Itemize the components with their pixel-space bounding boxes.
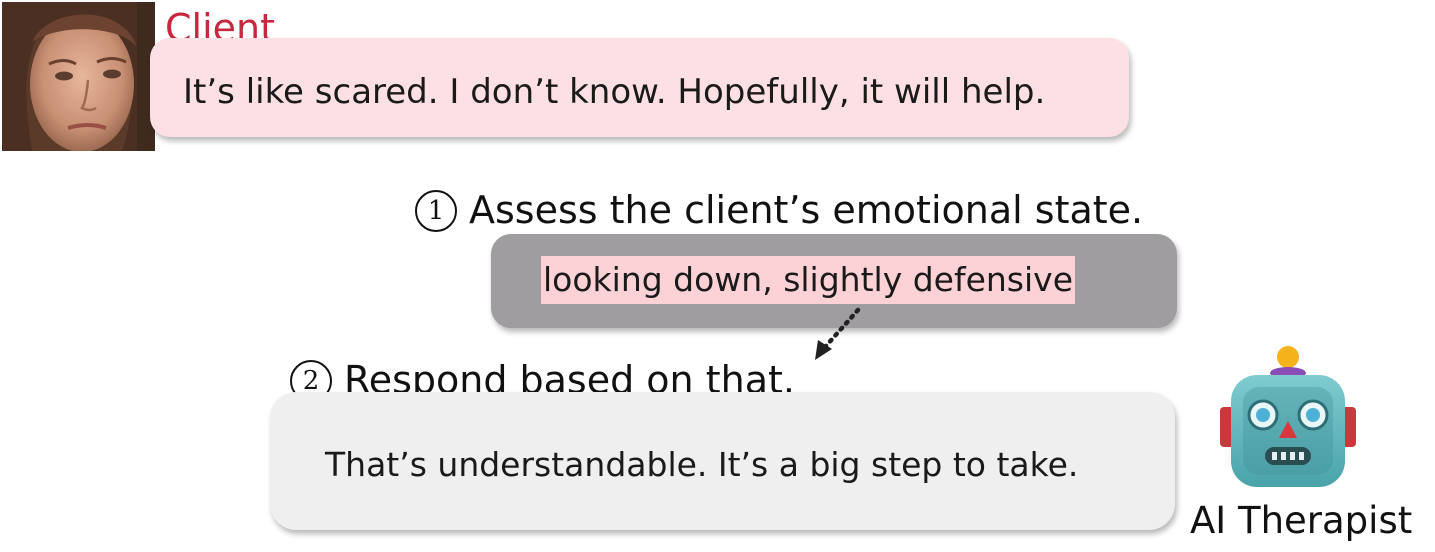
client-message-text: It’s like scared. I don’t know. Hopefull… (183, 72, 1046, 112)
arrow-head-icon (815, 340, 832, 360)
ai-therapist-label: AI Therapist (1190, 499, 1413, 542)
therapist-response-text: That’s understandable. It’s a big step t… (325, 445, 1079, 484)
therapist-response-bubble (270, 392, 1175, 530)
client-message-bubble (150, 38, 1129, 137)
emotion-assessment-text: looking down, slightly defensive (541, 256, 1075, 304)
step1-heading: 1 Assess the client’s emotional state. (415, 186, 1143, 234)
client-avatar (2, 2, 155, 151)
step1-number-badge: 1 (415, 190, 457, 232)
robot-icon (1217, 345, 1359, 491)
step1-heading-text: Assess the client’s emotional state. (469, 188, 1144, 232)
